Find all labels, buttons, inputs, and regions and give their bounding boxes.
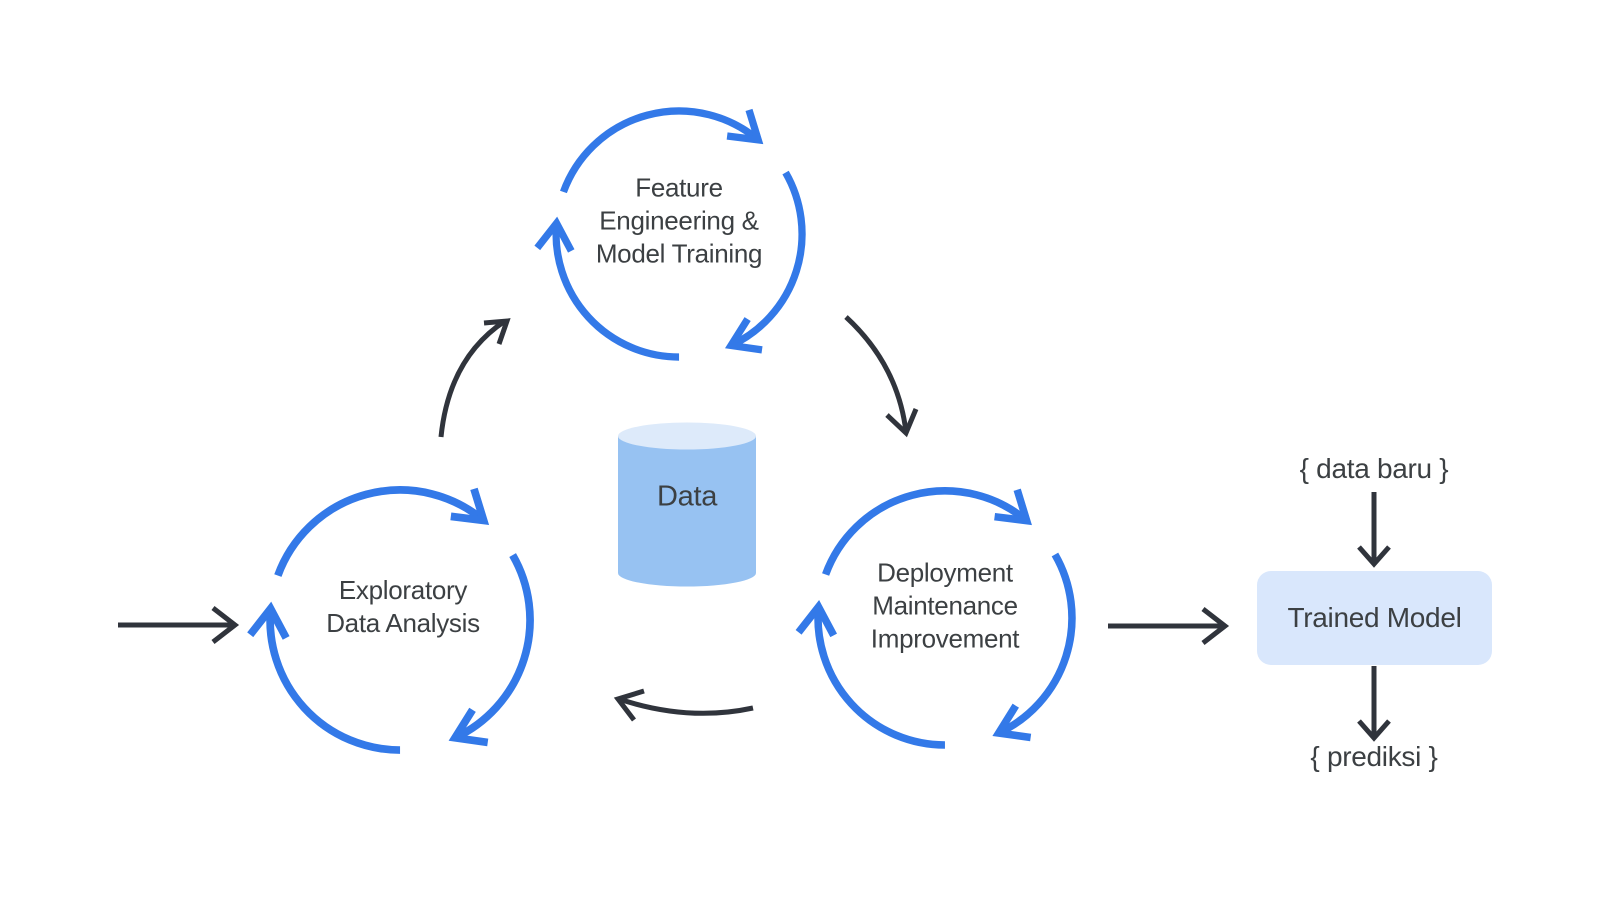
- model-output-annotation: { prediksi }: [1310, 741, 1438, 772]
- trained-model-box: Trained Model: [1257, 571, 1492, 665]
- arrow-deployment-to-eda: [613, 688, 754, 722]
- exploratory-data-analysis-cycle-label: Exploratory Data Analysis: [326, 575, 480, 638]
- arrow-deployment-to-model: [1108, 607, 1230, 645]
- trained-model-label: Trained Model: [1287, 602, 1462, 633]
- arrow-entry-to-eda: [118, 606, 240, 644]
- arrow-model-to-output: [1357, 666, 1391, 742]
- data-cylinder-label: Data: [656, 480, 718, 513]
- database-cylinder-icon: [618, 422, 756, 587]
- arrow-feature-to-deployment: [844, 315, 919, 438]
- model-input-annotation: { data baru }: [1299, 453, 1449, 484]
- arrow-eda-to-feature: [438, 318, 511, 438]
- arrow-input-to-model: [1357, 492, 1391, 568]
- feature-engineering-cycle-label: Feature Engineering & Model Training: [595, 172, 763, 269]
- deployment-cycle-label: Deployment Maintenance Improvement: [870, 557, 1020, 654]
